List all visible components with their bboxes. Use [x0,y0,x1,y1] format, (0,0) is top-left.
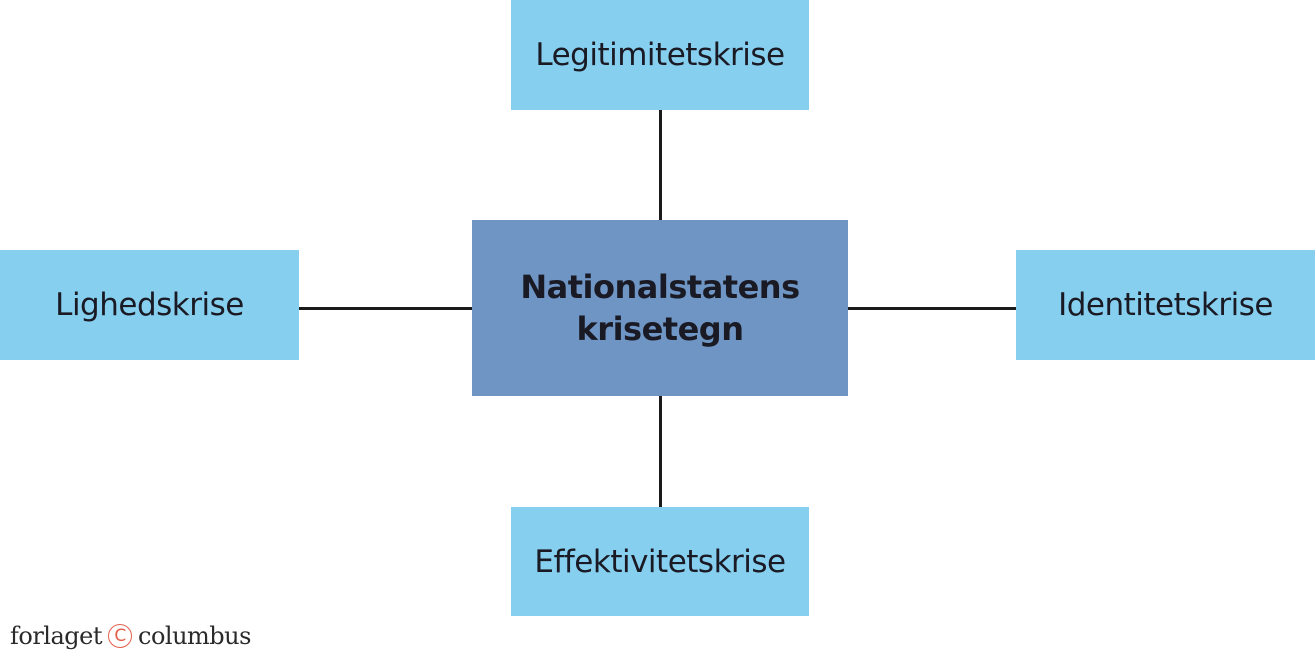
node-label: Identitetskrise [1058,287,1273,323]
node-label: Effektivitetskrise [534,543,786,580]
publisher-logo: forlaget C columbus [10,622,251,650]
node-nationalstatens-krisetegn: Nationalstatens krisetegn [472,220,848,396]
connector-top [659,110,662,220]
connector-left [299,307,472,310]
node-legitimitetskrise: Legitimitetskrise [511,0,809,110]
node-identitetskrise: Identitetskrise [1016,250,1315,360]
node-lighedskrise: Lighedskrise [0,250,299,360]
node-label: Legitimitetskrise [535,37,785,73]
node-label: Lighedskrise [55,287,244,323]
node-effektivitetskrise: Effektivitetskrise [511,507,809,616]
publisher-name-right: columbus [138,622,251,650]
copyright-icon: C [108,624,132,648]
connector-right [848,307,1016,310]
connector-bottom [659,396,662,507]
publisher-name-left: forlaget [10,622,103,650]
center-label-line2: krisetegn [576,310,744,348]
center-label-line1: Nationalstatens [520,268,800,306]
